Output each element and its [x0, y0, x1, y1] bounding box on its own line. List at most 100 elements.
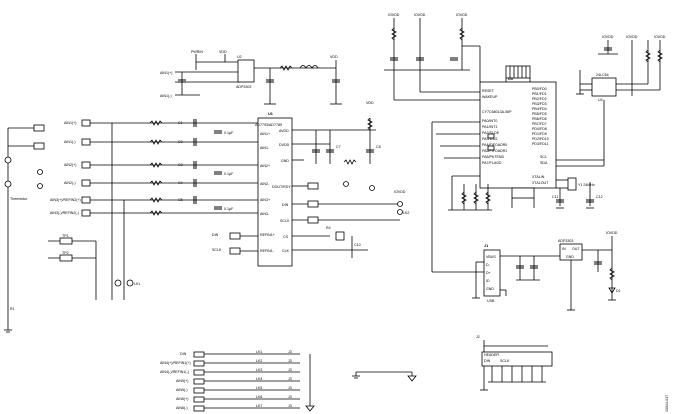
mcu-pin-pd3: PD3/FD11: [532, 142, 549, 146]
ldo2-gnd-label: GND: [566, 255, 574, 259]
ain3p-label: AIN3(+)/REFIN2(+): [50, 198, 81, 202]
c7-label: C7: [336, 145, 341, 149]
mcu-pin-scl: SCL: [540, 155, 547, 159]
header-j2: J2 HEADER DIN SCLK: [476, 335, 553, 391]
bank-j3-6: J3: [288, 395, 292, 399]
ain2m-label: AIN2(-): [64, 181, 76, 185]
ldo2-in-label: IN: [562, 247, 566, 251]
bank-j3-3: J3: [288, 368, 292, 372]
ldo2-part-label: ADP3303: [558, 239, 573, 243]
input-connectors: Thermistor R1 AIN1(+) AIN1(-) AIN2(+) AI…: [4, 119, 258, 333]
adc-pin-cs: CS: [283, 235, 289, 239]
bank-lk5: LK5: [256, 386, 262, 390]
adc-iovdd-label: IOVDD: [394, 190, 406, 194]
lk2-label: LK2: [403, 211, 409, 215]
usb-j1: J1 VBUS D- D+ ID GND USB: [472, 244, 560, 303]
c5-label: C5: [178, 198, 183, 202]
mcu-pin-pa0: PA0/INT0: [482, 119, 497, 123]
pwrin-label: PWRIN: [191, 50, 203, 54]
adc-ref-label: U1: [268, 112, 273, 116]
ain2p-label: AIN2(+): [64, 163, 76, 167]
adc-pin-ain1m: AIN1-: [260, 146, 270, 150]
ldo2-iovdd-label: IOVDD: [606, 231, 618, 235]
mcu-pin-pd1: PD1/FD9: [532, 132, 547, 136]
ldo-in1-label: AIN1(+): [160, 71, 172, 75]
adc-pin-clk: CLK: [282, 249, 290, 253]
adc-pin-din: DIN: [282, 203, 289, 207]
mcu-crystal-label: Y1 24MHz: [578, 183, 595, 187]
c1-label: C1: [178, 121, 183, 125]
mcu-crystal: [567, 177, 577, 191]
led-label: D1: [616, 289, 621, 293]
usb-pin-gnd: GND: [486, 287, 494, 291]
adc-u1: U1 AD7793/AD7785 AIN1+ AIN1- AIN2+ AIN2-…: [212, 101, 409, 267]
mcu-pin-wakeup: WAKEUP: [482, 95, 498, 99]
ldo-part-label: ADP3303: [236, 85, 251, 89]
ldo-in2-label: AIN1(-): [160, 94, 172, 98]
bank-lk3: LK3: [256, 368, 262, 372]
bank-j3-7: J3: [288, 404, 292, 408]
mcu-pin-xtalin: XTALIN: [532, 175, 545, 179]
bank-lk4: LK4: [256, 377, 262, 381]
header-body: [481, 351, 553, 367]
adc-pin-ain3m: AIN3-: [260, 212, 270, 216]
mcu-pin-pb3: PB3/FD3: [532, 102, 547, 106]
adc-part-label: AD7793/AD7785: [255, 123, 282, 127]
header-label: HEADER: [484, 353, 499, 357]
led-icon: [608, 287, 616, 294]
usb-pin-id: ID: [486, 279, 490, 283]
eeprom-ref-label: U4: [598, 98, 603, 102]
bank-j3-4: J3: [288, 377, 292, 381]
bank-j3-5: J3: [288, 386, 292, 390]
bank-gnd-arrow: [305, 405, 315, 412]
ldo-section: PWRIN VDD AIN1(+) AIN1(-) U2 ADP3303 VDD: [160, 50, 342, 105]
usb-ref-label: J1: [484, 244, 488, 248]
header-ref-label: J2: [476, 335, 480, 339]
mcu-pin-reset: RESET: [482, 89, 495, 93]
mcu-pin-pa4: PA4/FIFOADR0: [482, 143, 507, 147]
eeprom-iovdd3: IOVDD: [602, 35, 614, 39]
mcu-pin-pa5: PA5/FIFOADR1: [482, 149, 507, 153]
mcu-u3: U3 CY7C68013A-56P RESET WAKEUP PA0/INT0 …: [384, 13, 605, 273]
ldo-vdd-label: VDD: [219, 50, 227, 54]
adc-pin-sclk: SCLK: [280, 219, 290, 223]
dgnd-arrow: [407, 375, 417, 382]
mcu-pin-pa2: PA2/SLOE: [482, 131, 500, 135]
sclk-left-label: SCLK: [212, 248, 222, 252]
sig-din: DIN: [180, 352, 187, 356]
lk1-label: LK1: [134, 282, 140, 286]
adc-pin-dvdd: DVDD: [279, 143, 290, 147]
adc-pin-refin1m: REFIN1-: [260, 249, 275, 253]
adc-pin-dout: DOUT/RDY: [272, 185, 291, 189]
usb-pin-dp: D+: [486, 271, 491, 275]
rtd-label: Thermistor: [10, 197, 28, 201]
adc-vdd-label: VDD: [366, 101, 374, 105]
eeprom-iovdd2: IOVDD: [654, 35, 666, 39]
digital-connector-bank: DIN AIN4(+)/REFIN1(+) AIN4(-)/REFIN1(-) …: [160, 350, 417, 412]
header-sclk: SCLK: [500, 359, 510, 363]
usb-pin-dm: D-: [486, 263, 491, 267]
mcu-pin-pa3: PA3/WU2: [482, 137, 498, 141]
eeprom-part-label: 24LC64: [596, 73, 609, 77]
sig-ain6p: AIN6(+): [176, 397, 188, 401]
c-ldo-in: [178, 79, 186, 83]
cap-value-3: 0.1µF: [224, 207, 234, 211]
figure-id: 13044-017: [665, 395, 669, 412]
mcu-pin-sda: SDA: [540, 161, 548, 165]
tp1-label: TP1: [62, 234, 69, 238]
ldo-u2: ADP3303 IN OUT GND IOVDD D1: [558, 231, 621, 311]
c4-label: C4: [178, 181, 183, 185]
ldo-ref-label: U2: [237, 55, 242, 59]
bank-lk6: LK6: [256, 395, 262, 399]
ain1p-label: AIN1(+): [64, 121, 76, 125]
usb-pin-vbus: VBUS: [486, 255, 496, 259]
cap-value-2: 0.1µF: [224, 172, 234, 176]
pullup-iovdd3: IOVDD: [456, 13, 468, 17]
c2-label: C2: [178, 140, 183, 144]
adc-pin-refin1p: REFIN1+: [260, 233, 275, 237]
ldo-resistor: [279, 65, 293, 71]
bank-j3-1: J3: [288, 350, 292, 354]
bank-j3-2: J3: [288, 359, 292, 363]
mcu-pin-pb5: PB5/FD5: [532, 112, 547, 116]
